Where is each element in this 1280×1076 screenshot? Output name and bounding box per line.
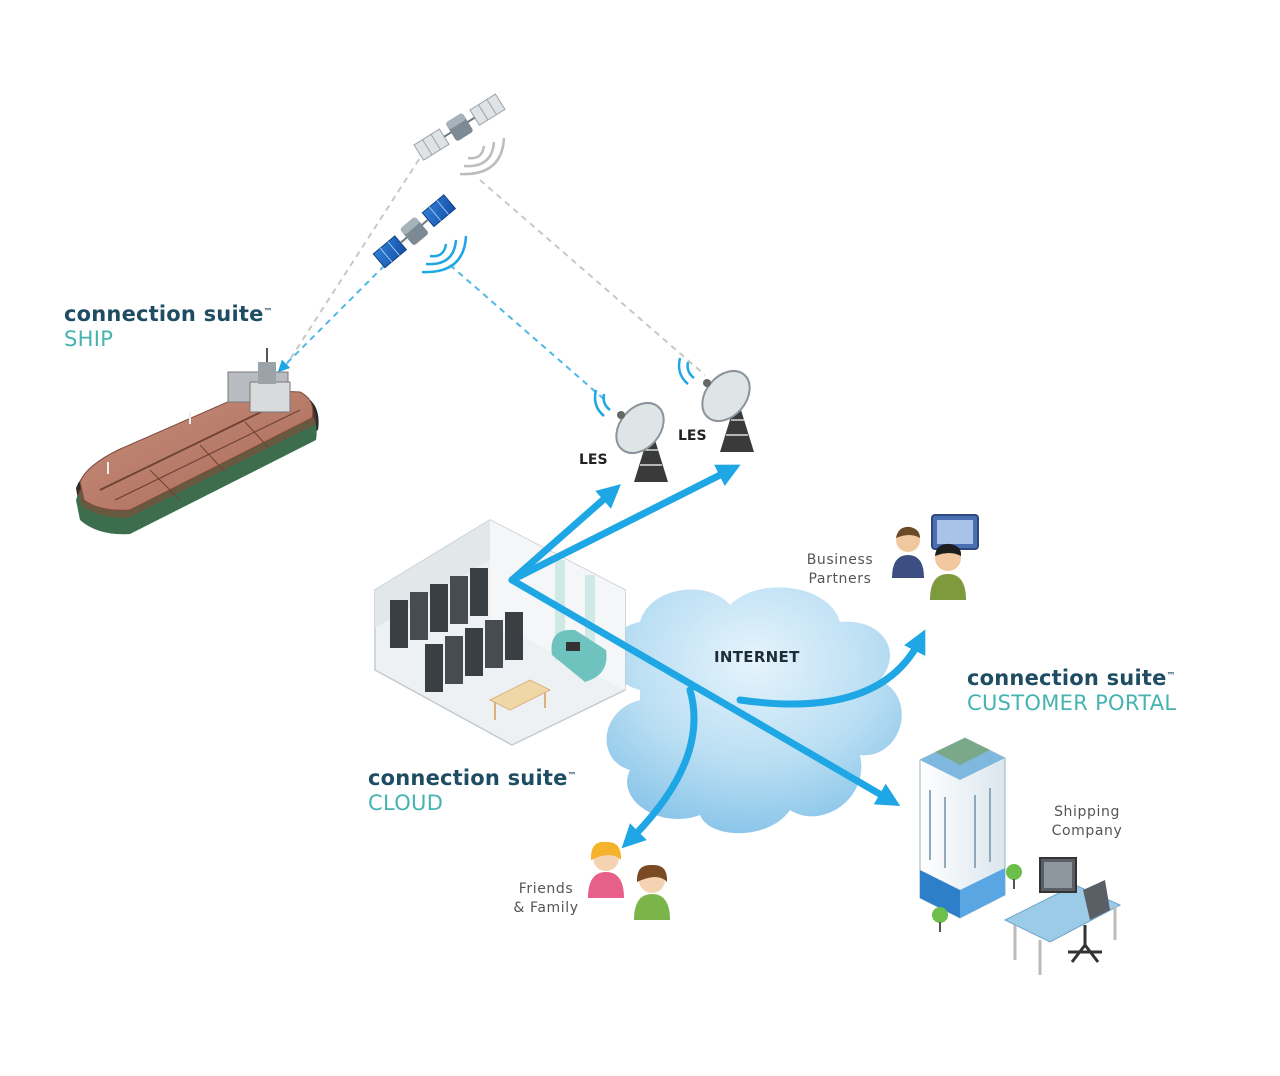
internet-cloud (606, 587, 902, 834)
les-label: LES (678, 428, 707, 444)
satellite-icon (372, 194, 457, 269)
label-line: Shipping (1054, 804, 1120, 820)
ship-brand-label: connection suite™ SHIP (64, 302, 273, 352)
friends-family-label: Friends & Family (505, 880, 587, 918)
label-line: & Family (513, 900, 579, 916)
ground-station-icon (615, 401, 668, 482)
label-line: Company (1051, 823, 1123, 839)
business-partners-icon (892, 514, 979, 600)
portal-brand-label: connection suite™ CUSTOMER PORTAL (967, 666, 1176, 716)
office-desk-icon (1003, 857, 1122, 975)
shipping-company-label: Shipping Company (1040, 803, 1134, 841)
brand-name: connection suite (368, 766, 568, 790)
signal-waves-icon (459, 137, 506, 176)
brand-name: connection suite (967, 666, 1167, 690)
satellite-icon (413, 93, 506, 161)
trademark: ™ (263, 307, 273, 318)
ground-station-icon (701, 369, 754, 452)
business-partners-label: Business Partners (796, 551, 884, 589)
satellite-links (277, 149, 706, 401)
signal-waves-icon (677, 357, 695, 385)
friends-family-icon (588, 841, 670, 920)
data-center-icon (374, 519, 626, 746)
brand-name: connection suite (64, 302, 264, 326)
brand-subtitle: SHIP (64, 327, 114, 352)
trademark: ™ (567, 771, 577, 782)
data-flow-arrows (508, 464, 926, 849)
cloud-brand-label: connection suite™ CLOUD (368, 766, 577, 816)
brand-subtitle: CLOUD (368, 791, 444, 816)
les-label: LES (579, 452, 608, 468)
brand-subtitle: CUSTOMER PORTAL (967, 691, 1177, 716)
signal-waves-icon (421, 235, 468, 274)
label-line: Business (806, 552, 874, 568)
trademark: ™ (1166, 671, 1176, 682)
label-line: Friends (518, 881, 574, 897)
label-line: Partners (808, 571, 872, 587)
ship-icon (76, 348, 319, 535)
signal-waves-icon (593, 389, 611, 417)
office-building-icon (919, 737, 1022, 932)
internet-label: INTERNET (714, 648, 800, 666)
